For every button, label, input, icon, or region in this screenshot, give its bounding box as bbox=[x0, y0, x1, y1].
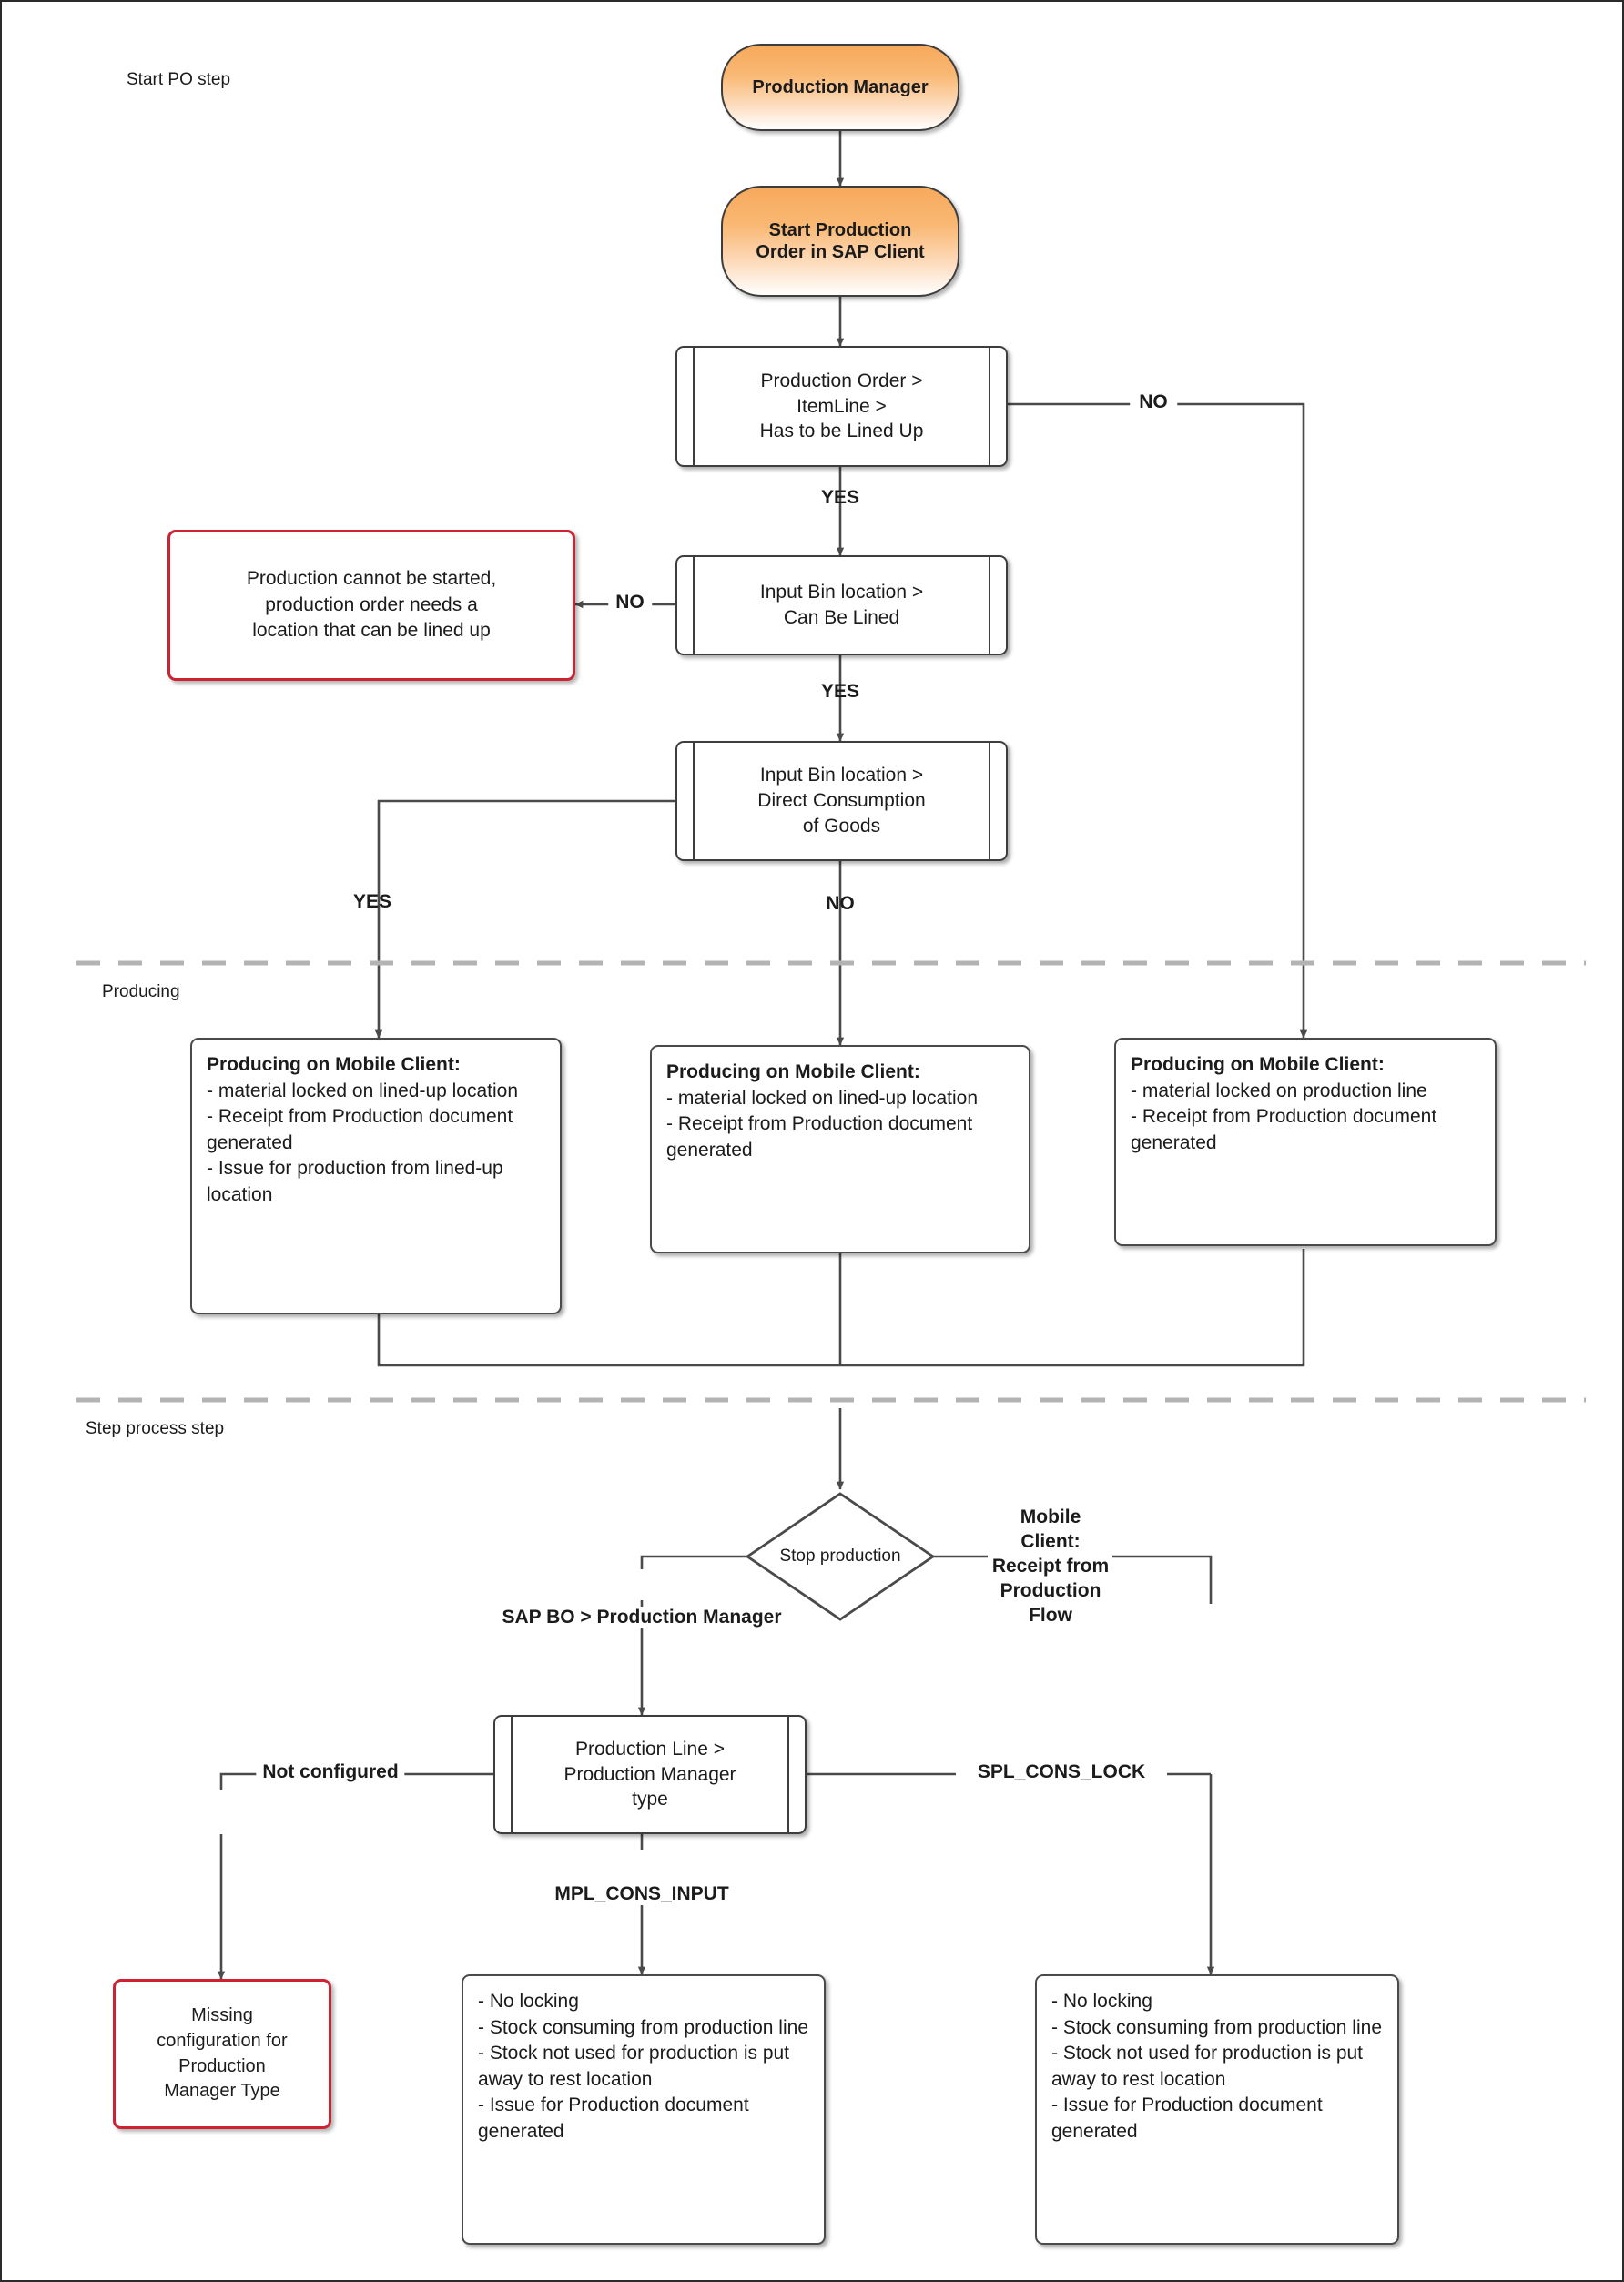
producing-full-heading: Producing on Mobile Client: bbox=[207, 1054, 461, 1075]
edge-label-can-be-lined-yes: YES bbox=[820, 681, 860, 702]
edge-dc-yes bbox=[374, 799, 675, 1039]
node-can-be-lined[interactable]: Input Bin location > Can Be Lined bbox=[675, 555, 1008, 655]
producing-line-line-1: - material locked on production line bbox=[1131, 1080, 1427, 1101]
node-producing-lined-up-full[interactable]: Producing on Mobile Client: - material l… bbox=[190, 1038, 562, 1314]
lane-label-producing: Producing bbox=[102, 982, 180, 1001]
mpl-result-line-1: - No locking bbox=[478, 1991, 579, 2012]
node-producing-lined-up-short[interactable]: Producing on Mobile Client: - material l… bbox=[650, 1045, 1030, 1253]
node-can-be-lined-label: Input Bin location > Can Be Lined bbox=[759, 582, 924, 628]
spl-result-line-3: - Stock not used for production is put a… bbox=[1051, 2043, 1364, 2090]
node-spl-cons-lock-result[interactable]: - No locking - Stock consuming from prod… bbox=[1035, 1974, 1399, 2245]
edge-label-spl-cons-lock: SPL_CONS_LOCK bbox=[970, 1761, 1152, 1783]
edge-label-lined-up-no: NO bbox=[1130, 391, 1177, 413]
node-direct-consumption[interactable]: Input Bin location > Direct Consumption … bbox=[675, 741, 1008, 861]
producing-short-line-1: - material locked on lined-up location bbox=[666, 1087, 979, 1109]
lane-label-start-po-step: Start PO step bbox=[127, 70, 231, 89]
producing-short-heading: Producing on Mobile Client: bbox=[666, 1061, 920, 1082]
spl-result-line-2: - Stock consuming from production line bbox=[1051, 2016, 1382, 2038]
node-direct-consumption-label: Input Bin location > Direct Consumption … bbox=[757, 765, 926, 837]
edge-lined-no bbox=[1008, 402, 1308, 1039]
node-missing-configuration-label: Missing configuration for Production Man… bbox=[157, 2005, 288, 2102]
producing-full-line-3: - Issue for production from lined-up loc… bbox=[207, 1158, 503, 1205]
edge-stop-left bbox=[640, 1555, 747, 1569]
node-missing-configuration-alert[interactable]: Missing configuration for Production Man… bbox=[113, 1979, 331, 2129]
producing-full-line-1: - material locked on lined-up location bbox=[207, 1080, 519, 1101]
node-producing-production-line[interactable]: Producing on Mobile Client: - material l… bbox=[1114, 1038, 1497, 1246]
node-stop-production-label: Stop production bbox=[779, 1547, 901, 1566]
mpl-result-line-3: - Stock not used for production is put a… bbox=[478, 2043, 790, 2090]
node-production-manager-label: Production Manager bbox=[752, 76, 929, 97]
edge-label-direct-consumption-yes: YES bbox=[352, 891, 392, 912]
edge-label-sap-bo-production-manager: SAP BO > Production Manager bbox=[494, 1607, 789, 1628]
node-has-to-be-lined-up[interactable]: Production Order > ItemLine > Has to be … bbox=[675, 346, 1008, 467]
mpl-result-line-2: - Stock consuming from production line bbox=[478, 2016, 808, 2038]
node-cannot-start-alert-label: Production cannot be started, production… bbox=[246, 567, 497, 642]
edge-label-lined-up-yes: YES bbox=[820, 487, 860, 508]
edge-label-mpl-cons-input: MPL_CONS_INPUT bbox=[547, 1883, 736, 1905]
decision-stop-production bbox=[745, 1492, 936, 1621]
producing-short-line-2: - Receipt from Production document gener… bbox=[666, 1113, 973, 1161]
edge-mobile-client-down bbox=[1112, 1555, 1213, 1604]
node-cannot-start-alert[interactable]: Production cannot be started, production… bbox=[167, 530, 575, 681]
mpl-result-line-4: - Issue for Production document generate… bbox=[478, 2094, 749, 2142]
node-start-production-order-label: Start Production Order in SAP Client bbox=[756, 219, 925, 262]
producing-full-line-2: - Receipt from Production document gener… bbox=[207, 1106, 513, 1153]
node-mpl-cons-input-result[interactable]: - No locking - Stock consuming from prod… bbox=[462, 1974, 826, 2245]
node-has-to-be-lined-up-label: Production Order > ItemLine > Has to be … bbox=[759, 370, 924, 442]
edge-pmtype-left-b bbox=[219, 1772, 268, 1790]
lane-label-step-process-step: Step process step bbox=[86, 1419, 225, 1438]
producing-line-heading: Producing on Mobile Client: bbox=[1131, 1054, 1385, 1075]
node-production-manager-type[interactable]: Production Line > Production Manager typ… bbox=[493, 1715, 807, 1834]
spl-result-line-1: - No locking bbox=[1051, 1991, 1152, 2012]
edge-label-can-be-lined-no: NO bbox=[608, 592, 652, 614]
spl-result-line-4: - Issue for Production document generate… bbox=[1051, 2094, 1323, 2142]
edge-label-not-configured: Not configured bbox=[256, 1761, 405, 1783]
node-production-manager-type-label: Production Line > Production Manager typ… bbox=[563, 1738, 736, 1810]
node-production-manager[interactable]: Production Manager bbox=[721, 44, 959, 131]
edge-label-direct-consumption-no: NO bbox=[826, 893, 855, 914]
node-start-production-order[interactable]: Start Production Order in SAP Client bbox=[721, 186, 959, 297]
producing-line-line-2: - Receipt from Production document gener… bbox=[1131, 1106, 1437, 1153]
